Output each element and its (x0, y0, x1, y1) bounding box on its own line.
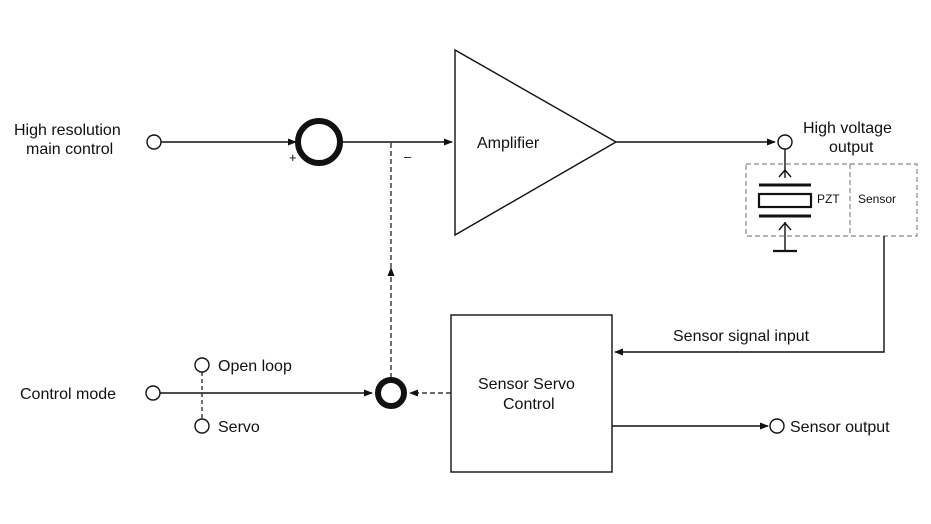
servo-terminal (194, 418, 210, 434)
sensor-signal-input-label: Sensor signal input (673, 328, 810, 345)
input-main-terminal (146, 134, 162, 150)
pzt-crystal (757, 192, 813, 209)
minus-sign: – (404, 149, 412, 164)
pzt-label: PZT (817, 192, 840, 206)
pzt-sensor-box (745, 163, 918, 237)
sensor-signal-wire (614, 236, 885, 356)
amplifier-triangle (454, 48, 618, 237)
input-main-label-line1: High resolution (14, 122, 121, 139)
plus-sign: + (289, 150, 297, 165)
sensor-output-label: Sensor output (790, 419, 890, 436)
hv-output-label-line1: High voltage (803, 120, 892, 137)
hv-output-label-line2: output (829, 139, 874, 156)
hv-output-terminal (777, 134, 793, 150)
servo-block-label-line2: Control (503, 396, 555, 413)
mode-switch-junction (375, 377, 407, 409)
sensor-output-terminal (769, 418, 785, 434)
servo-block-label-line1: Sensor Servo (478, 376, 575, 393)
sensor-servo-control-block (450, 314, 613, 473)
servo-label: Servo (218, 419, 260, 436)
input-main-label-line2: main control (26, 141, 113, 158)
amplifier-label: Amplifier (477, 135, 540, 152)
open-loop-terminal (194, 357, 210, 373)
pzt-bottom-chevron-icon (778, 221, 792, 231)
open-loop-label: Open loop (218, 358, 292, 375)
sensor-label: Sensor (858, 192, 896, 206)
control-mode-terminal (145, 385, 161, 401)
control-mode-label: Control mode (20, 386, 116, 403)
summing-junction (295, 118, 343, 166)
pzt-top-chevron-icon (778, 168, 792, 178)
